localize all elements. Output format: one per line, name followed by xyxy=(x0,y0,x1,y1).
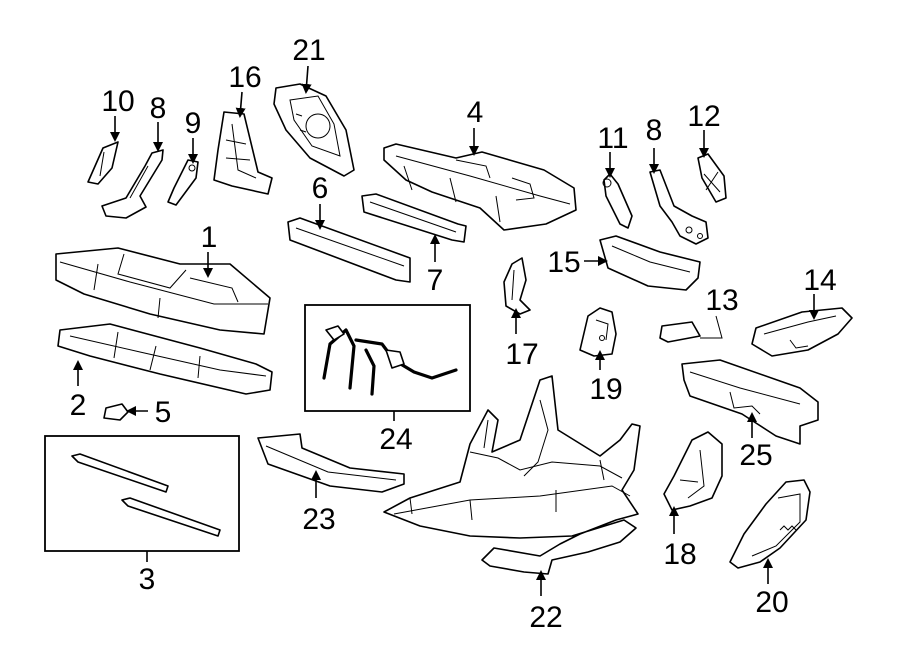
part-19-cover[interactable] xyxy=(579,307,617,357)
callout-5: 5 xyxy=(155,396,172,429)
callout-4: 4 xyxy=(467,96,484,129)
part-4-seat-back-frame[interactable] xyxy=(383,143,577,231)
part-16-side-shield[interactable] xyxy=(213,111,273,195)
part-1-seat-cushion-cover[interactable] xyxy=(55,247,271,335)
part-20-side-shield[interactable] xyxy=(729,479,811,569)
callout-1: 1 xyxy=(201,221,218,254)
callout-13: 13 xyxy=(705,284,738,317)
part-2-seat-cushion-pad[interactable] xyxy=(57,323,273,395)
callout-22: 22 xyxy=(529,601,562,634)
part-9-trim-piece[interactable] xyxy=(167,159,199,206)
callout-14: 14 xyxy=(803,264,836,297)
callout-10: 10 xyxy=(101,85,134,118)
part-24-cable[interactable] xyxy=(322,325,458,396)
part-17-bracket[interactable] xyxy=(503,257,531,315)
part-11-trim-piece[interactable] xyxy=(602,173,633,229)
part-13-handle[interactable] xyxy=(659,315,723,343)
part-5-clip[interactable] xyxy=(103,403,129,421)
callout-8-left: 8 xyxy=(150,92,167,125)
callout-17: 17 xyxy=(505,338,538,371)
callout-25: 25 xyxy=(739,439,772,472)
part-7-trim-panel[interactable] xyxy=(361,193,467,243)
callout-15: 15 xyxy=(547,246,580,279)
part-18-side-cover[interactable] xyxy=(663,431,723,511)
callout-7: 7 xyxy=(427,264,444,297)
callout-19: 19 xyxy=(589,373,622,406)
callout-24: 24 xyxy=(379,423,412,456)
part-21-side-panel[interactable] xyxy=(273,83,355,177)
callout-2: 2 xyxy=(70,389,87,422)
part-6-trim-panel[interactable] xyxy=(287,217,411,283)
part-24-inset-box xyxy=(304,304,471,412)
part-22-seat-frame[interactable] xyxy=(383,375,641,575)
callout-12: 12 xyxy=(687,100,720,133)
callout-6: 6 xyxy=(312,172,329,205)
callout-18: 18 xyxy=(663,538,696,571)
callout-3: 3 xyxy=(139,563,156,596)
callout-16: 16 xyxy=(228,61,261,94)
part-12-bracket[interactable] xyxy=(697,153,727,203)
callout-8-right: 8 xyxy=(646,114,663,147)
part-10-trim-cover[interactable] xyxy=(87,141,119,185)
part-8-recliner-handle-left[interactable] xyxy=(101,149,164,219)
leader-21 xyxy=(301,65,312,94)
part-8-recliner-handle-right[interactable] xyxy=(649,169,709,245)
part-3-trim-strips[interactable] xyxy=(71,453,221,537)
callout-9: 9 xyxy=(185,107,202,140)
callout-21: 21 xyxy=(292,34,325,67)
part-14-trim-cover[interactable] xyxy=(751,307,853,357)
callout-23: 23 xyxy=(302,503,335,536)
leader-16 xyxy=(235,91,246,118)
callout-11: 11 xyxy=(597,122,628,155)
part-25-trim-panel[interactable] xyxy=(681,359,819,445)
part-23-trim-panel[interactable] xyxy=(257,433,405,493)
callout-20: 20 xyxy=(755,586,788,619)
part-15-trim-cover[interactable] xyxy=(599,235,701,291)
